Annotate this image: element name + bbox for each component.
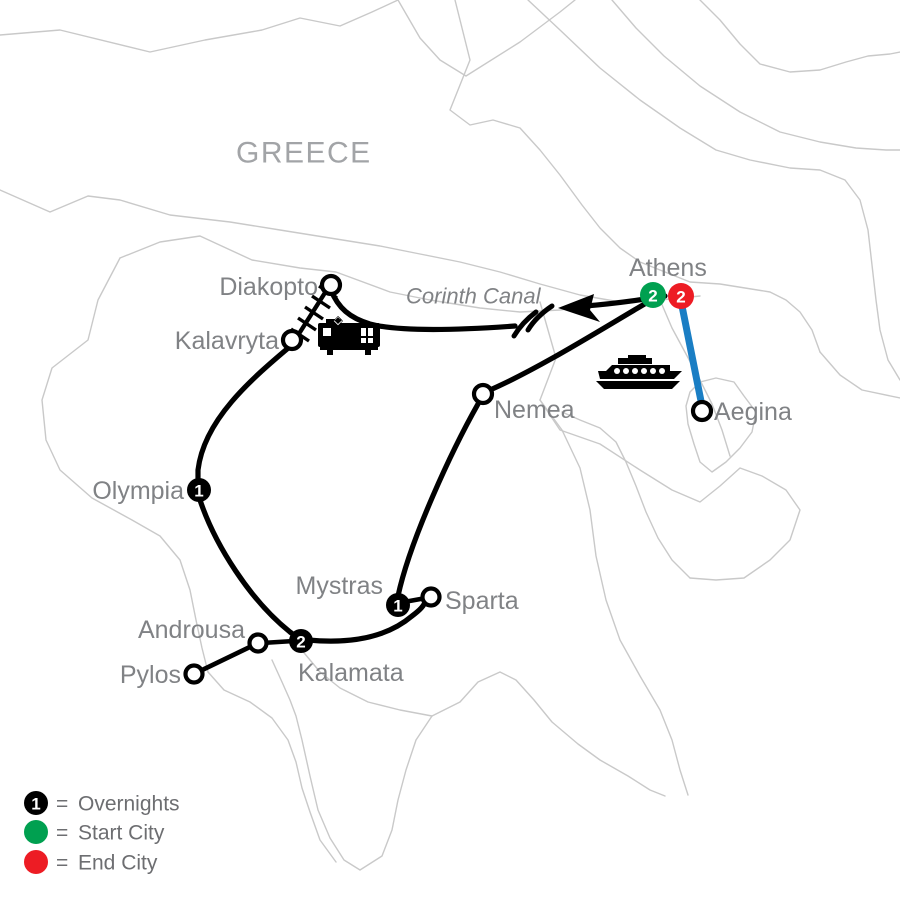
city-marker-aegina[interactable] (690, 399, 714, 423)
city-label-pylos: Pylos (120, 661, 181, 689)
ferry-route-athens-aegina (678, 302, 706, 410)
route-canal-to-diakopto (328, 287, 518, 333)
city-marker-mystras[interactable]: 1 (386, 593, 410, 617)
city-marker-kalamata[interactable]: 2 (289, 629, 313, 653)
city-label-olympia: Olympia (92, 477, 184, 505)
city-marker-kalavryta[interactable] (280, 328, 304, 352)
city-label-kalamata: Kalamata (298, 659, 404, 687)
city-marker-diakopto[interactable] (319, 273, 343, 297)
coastline-messenian-gulf (271, 659, 433, 871)
route-nemea-to-athens (487, 293, 665, 393)
city-label-aegina: Aegina (714, 398, 792, 426)
mystras-overnight-count: 1 (393, 597, 402, 616)
legend-item-overnights: 1 = Overnights (24, 791, 180, 816)
rack-railway-train-icon (318, 316, 380, 355)
legend-equals-start: = (56, 822, 68, 845)
route-kalamata-to-mystras (305, 597, 429, 644)
coastline-mani-peninsula (299, 647, 666, 797)
athens-end-count: 2 (676, 288, 685, 307)
legend-label-overnights: Overnights (78, 793, 180, 816)
canal-break-stroke-left (511, 309, 539, 339)
legend-equals-overnights: = (56, 793, 68, 816)
canal-label-corinth: Corinth Canal (406, 284, 542, 309)
legend-end-dot (24, 850, 48, 874)
city-marker-androusa[interactable] (247, 632, 269, 654)
city-label-androusa: Androusa (138, 616, 245, 644)
city-label-sparta: Sparta (445, 587, 519, 615)
coastline-gulf-north (0, 189, 701, 303)
coastline-laconia-east (539, 399, 689, 796)
athens-start-count: 2 (648, 287, 657, 306)
coastline-aegina-island (685, 377, 757, 473)
city-marker-athens-start[interactable]: 2 (640, 282, 666, 308)
route-kalavryta-to-olympia (195, 341, 296, 487)
direction-arrow-icon (558, 294, 600, 322)
city-label-athens: Athens (629, 254, 707, 282)
coastline-peloponnese-west (41, 257, 209, 673)
coastline-northeast-islands (699, 0, 900, 73)
legend-label-end-city: End City (78, 852, 158, 875)
coastline-euboea-east (819, 351, 900, 399)
coastline-north-mainland (0, 0, 399, 53)
coastline-peloponnese-southwest (207, 671, 337, 863)
legend-label-start-city: Start City (78, 822, 165, 845)
coastline-attica-north (449, 0, 821, 353)
route-olympia-to-kalamata (197, 497, 301, 641)
city-label-kalavryta: Kalavryta (175, 327, 279, 355)
coastline-far-north (611, 0, 900, 151)
city-label-nemea: Nemea (494, 396, 575, 424)
olympia-overnight-count: 1 (194, 482, 203, 501)
coastline-argolid-inner (561, 411, 691, 579)
coastline-peloponnese-north (119, 235, 601, 313)
route-androusa-to-pylos (195, 642, 257, 675)
city-marker-pylos[interactable] (183, 663, 205, 685)
coastline-north-bay (397, 0, 576, 77)
city-marker-nemea[interactable] (471, 382, 495, 406)
ferry-ship-icon (596, 355, 682, 389)
legend-overnight-dot (24, 791, 48, 815)
coastline-argolid (539, 301, 801, 581)
route-mystras-to-nemea (395, 401, 481, 599)
legend-item-start-city: = Start City (24, 820, 165, 845)
legend-item-end-city: = End City (24, 850, 158, 875)
coastline-layer (0, 0, 900, 871)
kalamata-overnight-count: 2 (296, 633, 305, 652)
city-label-mystras: Mystras (296, 572, 384, 600)
country-label-greece: GREECE (236, 137, 372, 170)
city-marker-athens-end[interactable]: 2 (668, 283, 694, 309)
city-label-diakopto: Diakopto (219, 273, 318, 301)
canal-break-stroke-right (525, 303, 555, 333)
legend-equals-end: = (56, 852, 68, 875)
legend-overnight-number: 1 (31, 795, 40, 814)
city-markers-layer: 1 2 1 2 2 (183, 273, 714, 685)
legend: 1 = Overnights = Start City = End City (24, 791, 180, 875)
coastline-euboea-west (527, 0, 900, 381)
city-marker-sparta[interactable] (420, 586, 442, 608)
labels-layer: GREECE Corinth Canal Diakopto Kalavryta … (92, 137, 792, 690)
rail-line-kalavryta-diakopto (292, 285, 331, 343)
legend-start-dot (24, 820, 48, 844)
city-marker-olympia[interactable]: 1 (187, 478, 211, 502)
